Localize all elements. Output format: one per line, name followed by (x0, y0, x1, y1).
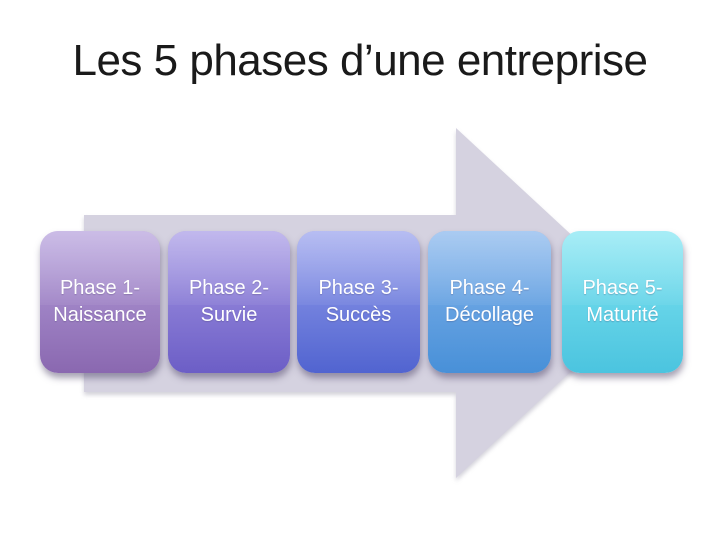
phase-3-line1: Phase 3- (318, 277, 399, 299)
phase-box-5: Phase 5- Maturité (562, 231, 683, 373)
phase-2-line2: Survie (200, 304, 258, 326)
slide-title: Les 5 phases d’une entreprise (72, 36, 648, 85)
phase-2-line1: Phase 2- (188, 277, 270, 299)
phase-box-2: Phase 2- Survie (168, 231, 290, 373)
phase-5-line2: Maturité (586, 304, 659, 326)
phase-box-3: Phase 3- Succès (297, 231, 420, 373)
phase-3-line2: Succès (325, 304, 392, 326)
phase-4-line1: Phase 4- (449, 277, 530, 299)
phase-box-4: Phase 4- Décollage (428, 231, 551, 373)
phase-1-line2: Naissance (53, 304, 147, 326)
phase-4-line2: Décollage (445, 304, 534, 326)
phase-5-line1: Phase 5- (582, 277, 663, 299)
phase-box-1: Phase 1- Naissance (40, 231, 160, 373)
phase-1-line1: Phase 1- (59, 277, 141, 299)
